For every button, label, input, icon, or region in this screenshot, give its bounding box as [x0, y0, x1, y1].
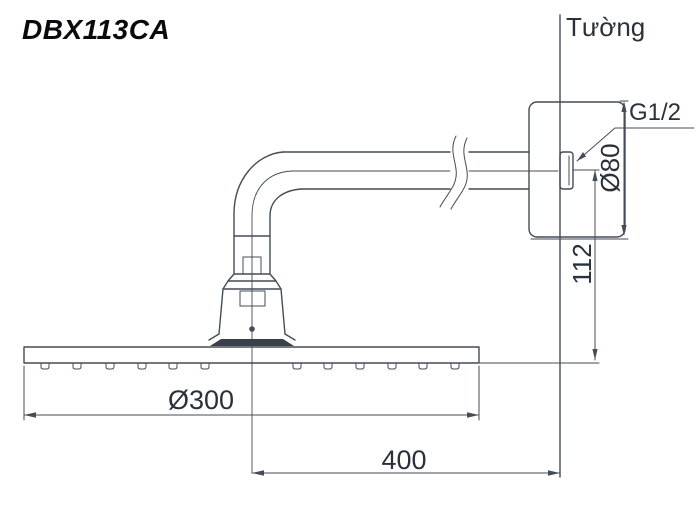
- collar: [227, 273, 277, 282]
- arm-reach-label: 400: [381, 445, 426, 475]
- dim-arrow-right: [467, 412, 479, 418]
- wall-label: Tường: [566, 12, 645, 42]
- thread-size-label: G1/2: [629, 99, 681, 126]
- shower-head-disc: [23, 346, 480, 364]
- nozzles: [40, 362, 460, 370]
- head-diameter-dim: [23, 365, 480, 421]
- model-number: DBX113CA: [22, 14, 170, 45]
- center-line: [251, 170, 559, 474]
- dome-hex-flat: [239, 290, 266, 307]
- dim-arrow-left: [252, 470, 264, 476]
- collar-taper: [222, 280, 282, 290]
- break-mark: [439, 135, 457, 208]
- dim-arrow-left: [24, 412, 36, 418]
- arm-nut-flat: [242, 256, 262, 275]
- dim-arrow-right: [548, 470, 560, 476]
- head-diameter-label: Ø300: [168, 385, 234, 415]
- arm-nut: [233, 235, 271, 275]
- ball-joint-dome: [218, 288, 286, 335]
- wall-plate: [528, 101, 626, 238]
- wall-fitting: [559, 151, 574, 190]
- thread-leader-arrow: [577, 152, 586, 161]
- dim-arrow-down: [621, 225, 627, 236]
- thread-leader-line: [576, 127, 695, 162]
- break-mark: [450, 137, 468, 210]
- set-screw-dot: [249, 326, 255, 332]
- bell-rim: [210, 339, 294, 346]
- drop-height-dim: [478, 169, 600, 364]
- plate-diameter-label: Ø80: [595, 143, 625, 192]
- elbow-inner: [269, 188, 303, 237]
- dim-arrow-up: [592, 170, 598, 181]
- elbow-outer: [233, 151, 284, 237]
- bell-flare: [208, 333, 296, 341]
- dim-arrow-up: [621, 101, 627, 112]
- drop-height-label: 112: [567, 243, 597, 284]
- dim-arrow-down: [592, 349, 598, 360]
